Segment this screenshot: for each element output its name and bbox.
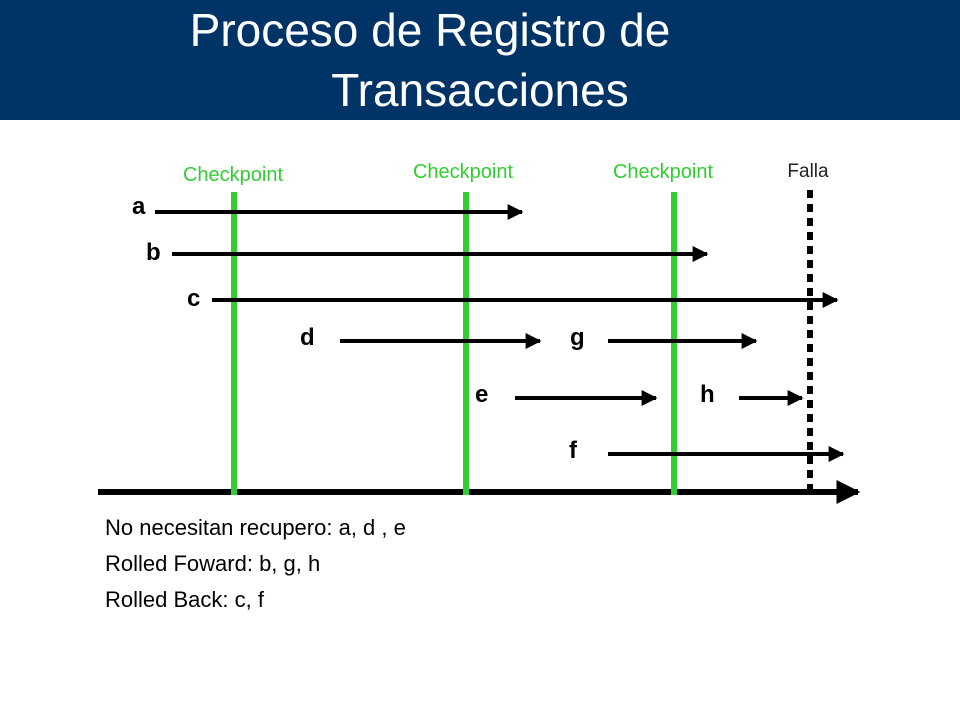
transaction-label-e: e — [475, 381, 488, 408]
transaction-label-h: h — [700, 381, 715, 408]
summary-rolled-back: Rolled Back: c, f — [105, 587, 264, 612]
checkpoint-label-1: Checkpoint — [183, 164, 284, 186]
transaction-label-b: b — [146, 239, 161, 266]
page-title: Proceso de Registro de Transacciones — [0, 0, 960, 120]
transaction-label-a: a — [132, 193, 146, 220]
transaction-label-d: d — [300, 324, 315, 351]
summary-rolled-forward: Rolled Foward: b, g, h — [105, 551, 321, 576]
summary-no-recovery: No necesitan recupero: a, d , e — [105, 515, 406, 540]
title-bar — [0, 0, 960, 120]
recovery-summary: No necesitan recupero: a, d , e Rolled F… — [105, 510, 406, 618]
transaction-label-f: f — [569, 437, 578, 464]
checkpoint-label-3: Checkpoint — [613, 161, 714, 183]
page-title-line-1: Proceso de Registro de — [189, 4, 671, 56]
failure-label: Falla — [787, 161, 829, 182]
page-title-line-2: Transacciones — [331, 64, 629, 116]
transaction-label-g: g — [570, 324, 585, 351]
transaction-label-c: c — [187, 285, 200, 312]
checkpoint-label-2: Checkpoint — [413, 161, 514, 183]
